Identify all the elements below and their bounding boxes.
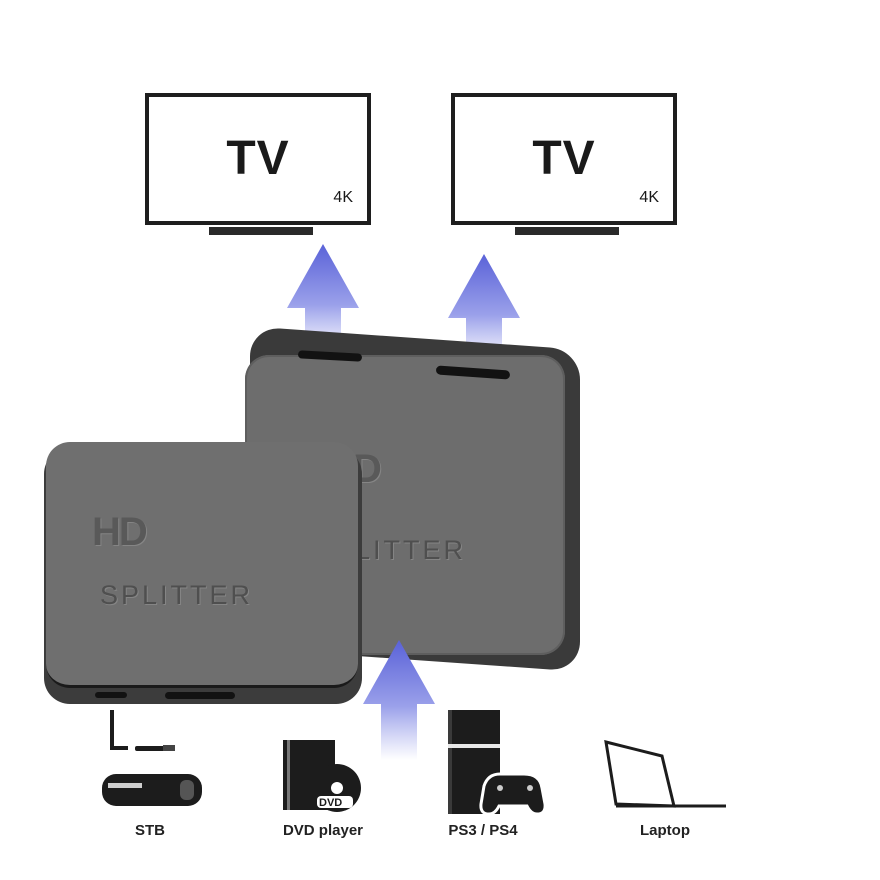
source-label-dvd: DVD player bbox=[282, 822, 364, 839]
set-top-box-icon bbox=[102, 774, 202, 806]
laptop-icon bbox=[604, 739, 726, 808]
splitter-logo: SPLITTER bbox=[100, 580, 254, 610]
4k-badge: 4K bbox=[333, 189, 353, 206]
hd-logo: HD bbox=[92, 510, 148, 554]
tv-stand-icon bbox=[209, 227, 313, 235]
tv-label: TV bbox=[226, 132, 290, 185]
svg-text:DVD: DVD bbox=[319, 797, 342, 809]
source-label-laptop: Laptop bbox=[640, 822, 690, 839]
source-label-console: PS3 / PS4 bbox=[448, 822, 518, 839]
tv-label: TV bbox=[532, 132, 596, 185]
arrow-up-icon bbox=[448, 254, 520, 364]
splitter-logo: LITTER bbox=[355, 535, 467, 565]
tv-output-2: TV 4K bbox=[451, 93, 677, 225]
tv-output-1: TV 4K bbox=[145, 93, 371, 225]
power-port bbox=[95, 692, 127, 698]
tv-stand-icon bbox=[515, 227, 619, 235]
arrow-up-icon bbox=[363, 640, 435, 760]
hdmi-port-input bbox=[165, 692, 235, 699]
splitter-device-front: HD SPLITTER bbox=[46, 442, 358, 688]
dvd-player-icon: DVD bbox=[283, 740, 361, 812]
usb-cable-icon bbox=[110, 710, 175, 751]
source-label-stb: STB bbox=[135, 822, 165, 839]
game-console-icon bbox=[448, 710, 547, 816]
arrow-up-icon bbox=[287, 244, 359, 354]
4k-badge: 4K bbox=[639, 189, 659, 206]
